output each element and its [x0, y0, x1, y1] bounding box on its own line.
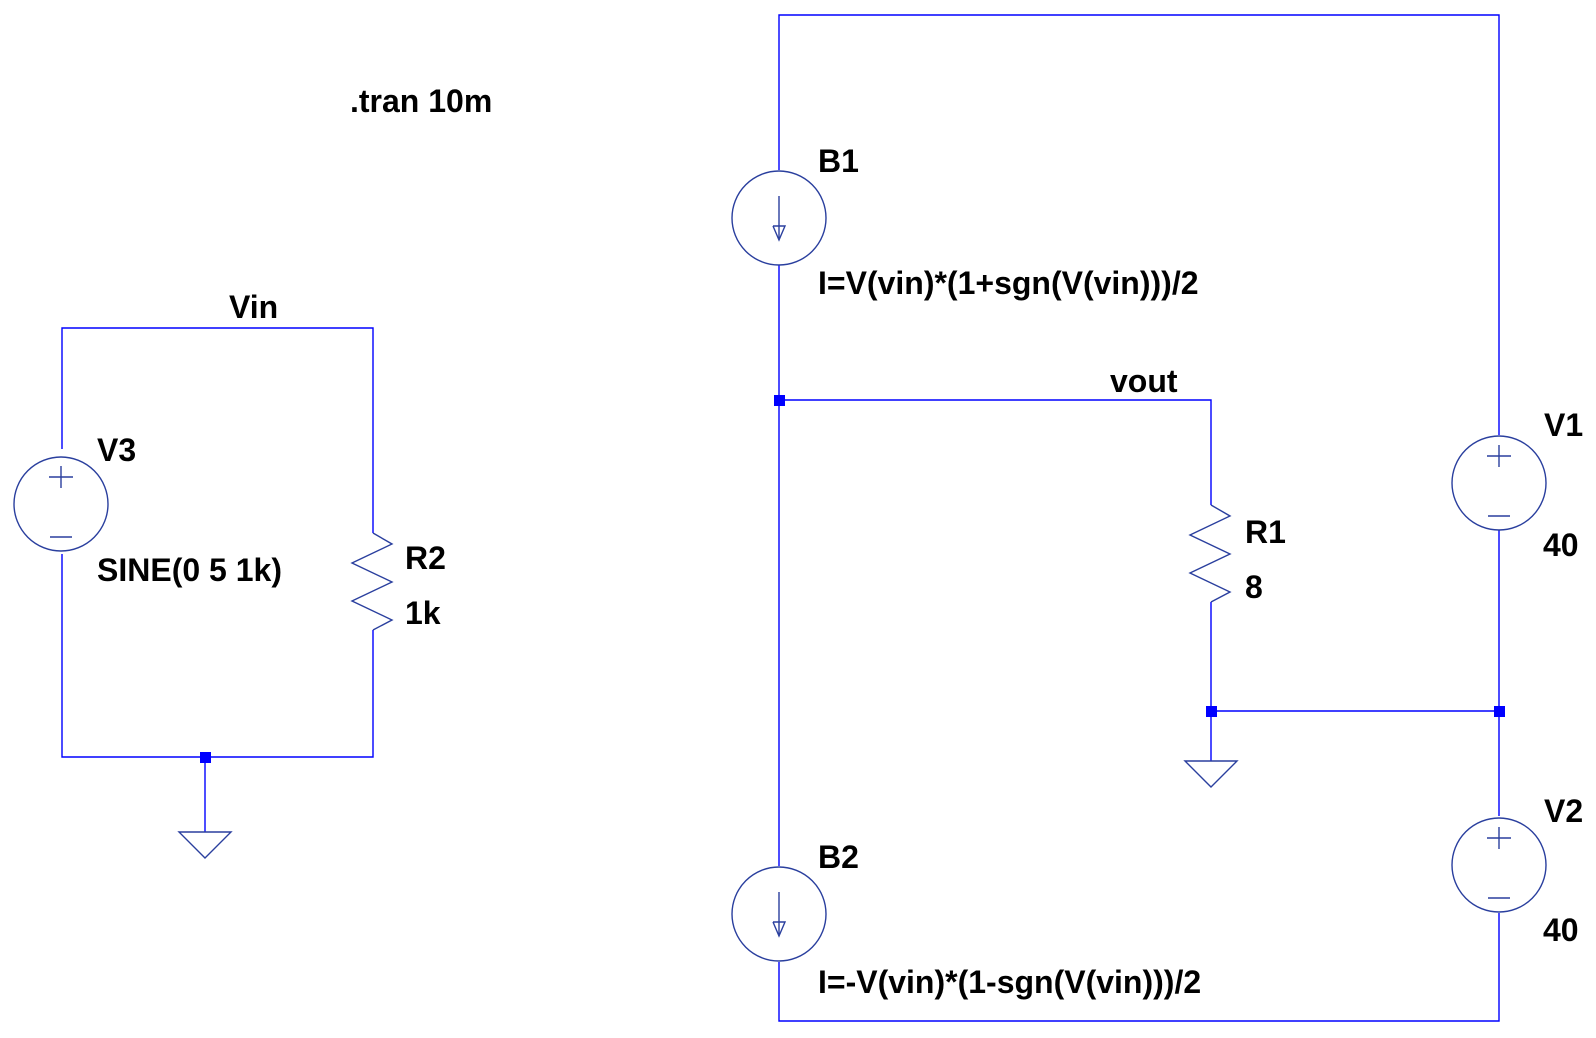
ground-icon[interactable] — [177, 831, 233, 859]
component-name-v3: V3 — [97, 432, 136, 468]
wire-right-bottom-supply — [778, 913, 1500, 1022]
component-name-v2: V2 — [1544, 793, 1583, 829]
current-source-icon[interactable] — [731, 866, 827, 962]
component-value-r2[interactable]: 1k — [405, 595, 441, 631]
component-name-r2: R2 — [405, 540, 446, 576]
component-value-v3[interactable]: SINE(0 5 1k) — [97, 552, 282, 588]
junction-left-ground[interactable] — [200, 752, 211, 763]
component-value-b1[interactable]: I=V(vin)*(1+sgn(V(vin)))/2 — [818, 265, 1199, 301]
component-value-v1[interactable]: 40 — [1543, 527, 1579, 563]
junction-ground-supply[interactable] — [1494, 706, 1505, 717]
component-value-v2[interactable]: 40 — [1543, 912, 1579, 948]
wire-right-ground-net — [1210, 530, 1500, 816]
voltage-source-icon[interactable] — [13, 456, 109, 552]
component-name-b1: B1 — [818, 143, 859, 179]
component-name-b2: B2 — [818, 839, 859, 875]
spice-directive[interactable]: .tran 10m — [350, 83, 492, 119]
wire-left-ground-net — [61, 554, 374, 832]
junction-ground-r1[interactable] — [1206, 706, 1217, 717]
resistor-icon[interactable] — [1188, 504, 1232, 603]
current-source-icon[interactable] — [731, 170, 827, 266]
wire-right-top-supply — [778, 14, 1500, 435]
ground-icon[interactable] — [1183, 760, 1239, 788]
component-name-v1: V1 — [1544, 407, 1583, 443]
resistor-icon[interactable] — [350, 532, 394, 631]
component-value-r1[interactable]: 8 — [1245, 569, 1263, 605]
net-label-vout[interactable]: vout — [1110, 363, 1178, 399]
component-name-r1: R1 — [1245, 514, 1286, 550]
voltage-source-icon[interactable] — [1451, 435, 1547, 531]
voltage-source-icon[interactable] — [1451, 817, 1547, 913]
component-value-b2[interactable]: I=-V(vin)*(1-sgn(V(vin)))/2 — [818, 964, 1201, 1000]
wire-right-vout-net — [778, 265, 1212, 866]
net-label-vin[interactable]: Vin — [229, 289, 278, 325]
wire-left-vin-net — [61, 327, 374, 533]
junction-vout[interactable] — [774, 395, 785, 406]
